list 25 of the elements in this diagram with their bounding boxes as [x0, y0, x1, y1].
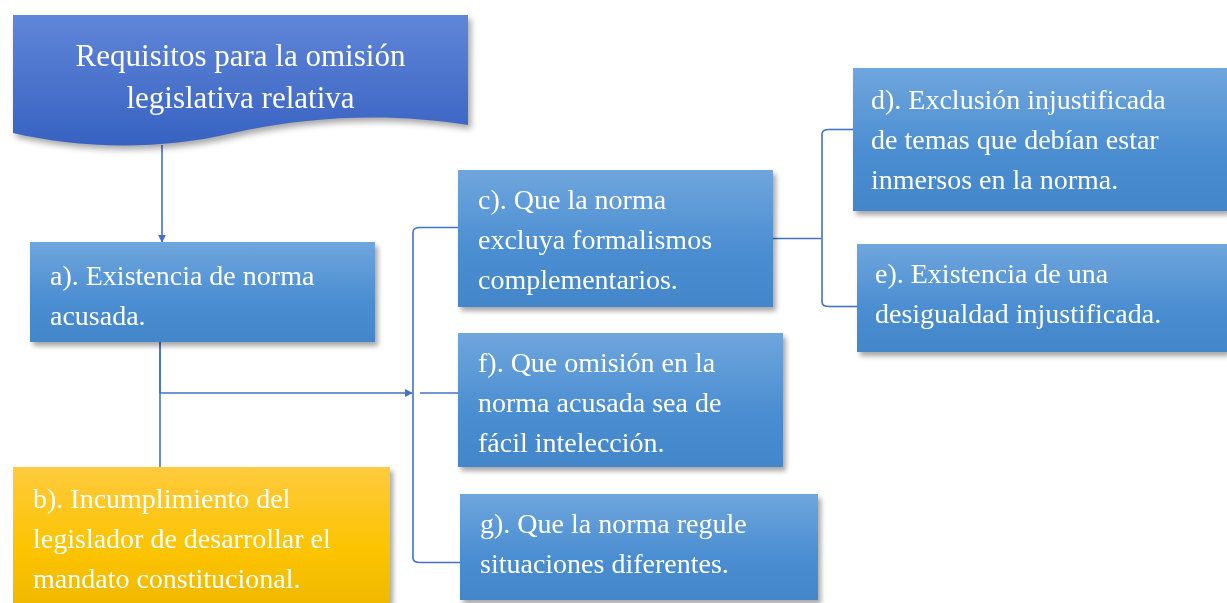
connector-line — [828, 128, 854, 131]
requirement-text: d). Exclusión injustificada de temas que debían estar inmersos en la norma. — [871, 83, 1167, 197]
process-box — [460, 494, 818, 600]
requirement-text: g). Que la norma regule situaciones diferentes. — [480, 507, 748, 581]
connector-line — [828, 305, 858, 308]
process-box — [458, 170, 773, 307]
process-box — [458, 333, 783, 467]
bracket — [412, 226, 420, 564]
arrow — [159, 341, 413, 397]
arrow — [158, 144, 166, 243]
process-box — [30, 242, 375, 342]
node-label: Requisitos para la omisión legislativa relativa — [74, 37, 407, 117]
bracket — [821, 128, 829, 308]
requirement-text: b). Incumplimiento del legislador de desarrollar el mandato constitucional. — [33, 482, 332, 596]
process-box — [853, 68, 1227, 211]
connector-line — [419, 226, 459, 229]
connector-line — [772, 237, 822, 240]
requirement-text: e). Existencia de una desigualdad injustificada. — [875, 257, 1163, 331]
process-box — [13, 467, 390, 603]
requirement-text: f). Que omisión en la norma acusada sea de fácil intelección. — [478, 346, 723, 460]
requirement-text: c). Que la norma excluya formalismos complementarios. — [478, 183, 714, 297]
requirement-text: a). Existencia de norma acusada. — [50, 259, 316, 333]
connector-line — [419, 561, 461, 564]
connector-line — [419, 392, 459, 394]
process-box — [857, 244, 1227, 352]
